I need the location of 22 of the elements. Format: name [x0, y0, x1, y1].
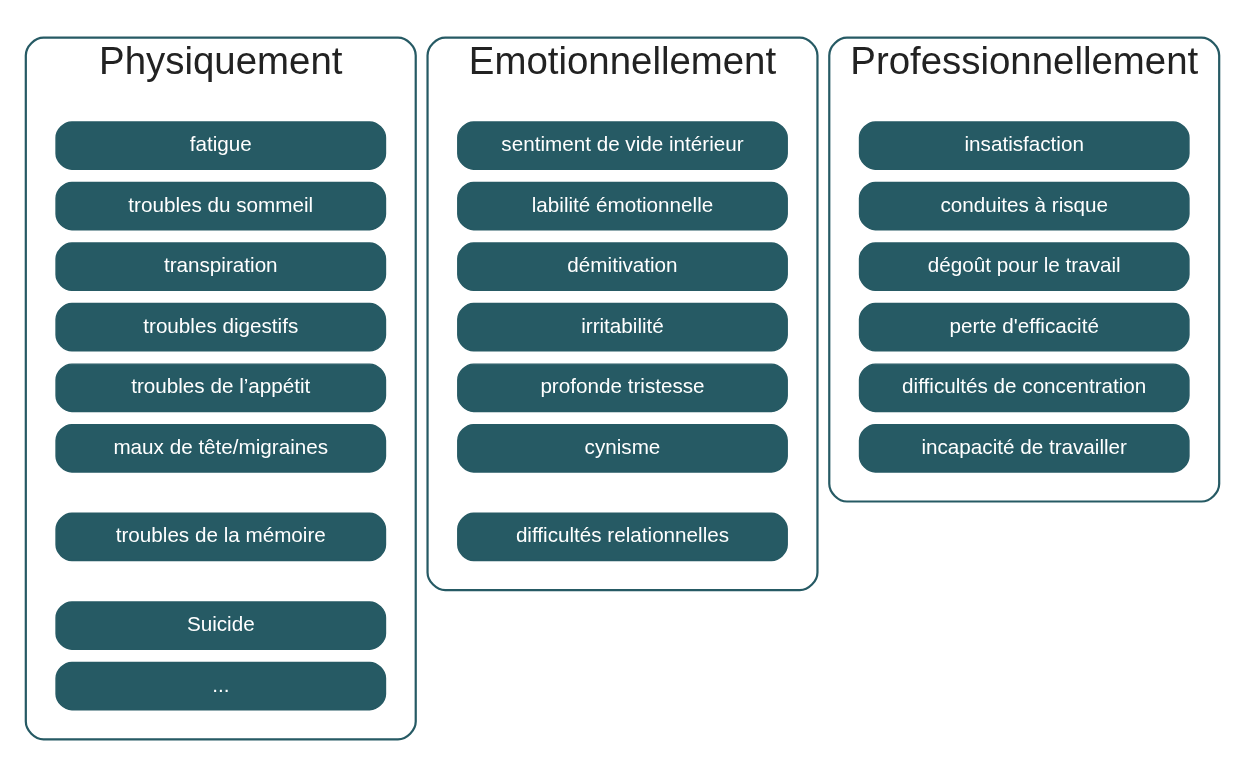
node-box: conduites à risque	[858, 181, 1190, 230]
node-box: labilité émotionnelle	[457, 181, 788, 230]
node-box: troubles digestifs	[55, 302, 387, 352]
node-box: démitivation	[457, 241, 788, 291]
node-box: difficultés relationnelles	[457, 512, 788, 561]
node-box: troubles du sommeil	[55, 181, 387, 230]
node-box: sentiment de vide intérieur	[457, 120, 788, 170]
node-box: cynisme	[457, 423, 788, 473]
node-box: transpiration	[55, 241, 387, 291]
node-box: irritabilité	[457, 302, 788, 352]
node-box: ...	[55, 661, 387, 710]
node-box: difficultés de concentration	[858, 362, 1190, 412]
node-box: Suicide	[55, 600, 387, 650]
node-box: incapacité de travailler	[858, 423, 1190, 473]
node-box: troubles de l’appétit	[55, 362, 387, 412]
node-box: dégoût pour le travail	[858, 241, 1190, 291]
node-box: insatisfaction	[858, 120, 1190, 170]
node-box: profonde tristesse	[457, 362, 788, 412]
node-box: fatigue	[55, 120, 387, 170]
node-box: maux de tête/migraines	[55, 423, 387, 473]
node-box: troubles de la mémoire	[55, 512, 387, 561]
node-box: perte d'efficacité	[858, 302, 1190, 352]
